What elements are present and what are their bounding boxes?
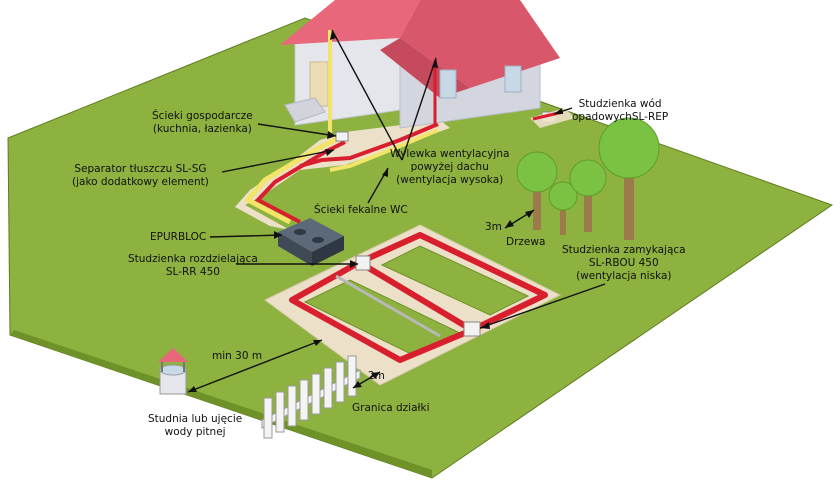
label-separator-line1: Separator tłuszczu SL-SG xyxy=(72,163,209,176)
tree-crown-4 xyxy=(599,118,659,178)
label-scieki-gospodarcze: Ścieki gospodarcze (kuchnia, łazienka) xyxy=(152,110,253,136)
label-zamykajaca-line2: SL-RBOU 450 xyxy=(562,257,686,270)
label-zamykajaca-line1: Studzienka zamykająca xyxy=(562,244,686,257)
label-wylewka-line3: (wentylacja wysoka) xyxy=(390,174,509,187)
label-2m: 2m xyxy=(368,370,385,383)
fence-picket-7 xyxy=(336,362,344,402)
closing-chamber xyxy=(464,322,480,336)
label-drzewa: Drzewa xyxy=(506,236,545,249)
label-studnia: Studnia lub ujęcie wody pitnej xyxy=(148,413,242,439)
label-zamykajaca: Studzienka zamykająca SL-RBOU 450 (wenty… xyxy=(562,244,686,283)
label-wylewka-line1: Wylewka wentylacyjna xyxy=(390,148,509,161)
separator-box xyxy=(336,132,348,141)
label-studzienka-wod-line2: opadowychSL-REP xyxy=(572,111,668,124)
fence-picket-6 xyxy=(324,368,332,408)
tree-trunk-4 xyxy=(624,170,634,240)
label-rozdzielajaca-line2: SL-RR 450 xyxy=(128,266,258,279)
tree-trunk-1 xyxy=(533,186,541,230)
tree-crown-1 xyxy=(517,152,557,192)
fence-picket-3 xyxy=(288,386,296,426)
label-zamykajaca-line3: (wentylacja niska) xyxy=(562,270,686,283)
fence-picket-5 xyxy=(312,374,320,414)
label-scieki-gospodarcze-line2: (kuchnia, łazienka) xyxy=(152,123,253,136)
fence-picket-8 xyxy=(348,356,356,396)
fence-picket-4 xyxy=(300,380,308,420)
house-window-1 xyxy=(440,70,456,98)
label-rozdzielajaca-line1: Studzienka rozdzielająca xyxy=(128,253,258,266)
label-wylewka-line2: powyżej dachu xyxy=(390,161,509,174)
tank-lid-2 xyxy=(312,237,324,243)
label-granica: Granica działki xyxy=(352,402,430,415)
fence-picket-1 xyxy=(264,398,272,438)
house-window-2 xyxy=(505,66,521,92)
fence-picket-2 xyxy=(276,392,284,432)
label-separator: Separator tłuszczu SL-SG (jako dodatkowy… xyxy=(72,163,209,189)
house xyxy=(280,0,560,128)
tank-lid-1 xyxy=(294,229,306,235)
label-3m: 3m xyxy=(485,221,502,234)
well-top xyxy=(160,365,186,375)
label-studzienka-wod-line1: Studzienka wód xyxy=(572,98,668,111)
label-scieki-gospodarcze-line1: Ścieki gospodarcze xyxy=(152,110,253,123)
label-rozdzielajaca: Studzienka rozdzielająca SL-RR 450 xyxy=(128,253,258,279)
label-studnia-line1: Studnia lub ujęcie xyxy=(148,413,242,426)
label-studzienka-wod: Studzienka wód opadowychSL-REP xyxy=(572,98,668,124)
label-wylewka: Wylewka wentylacyjna powyżej dachu (went… xyxy=(390,148,509,187)
tree-crown-3 xyxy=(570,160,606,196)
label-scieki-fekalne: Ścieki fekalne WC xyxy=(314,204,408,217)
distribution-chamber xyxy=(356,256,370,270)
label-studnia-line2: wody pitnej xyxy=(148,426,242,439)
label-epurbloc: EPURBLOC xyxy=(150,231,206,244)
label-separator-line2: (jako dodatkowy element) xyxy=(72,176,209,189)
label-min-30m: min 30 m xyxy=(212,350,262,363)
